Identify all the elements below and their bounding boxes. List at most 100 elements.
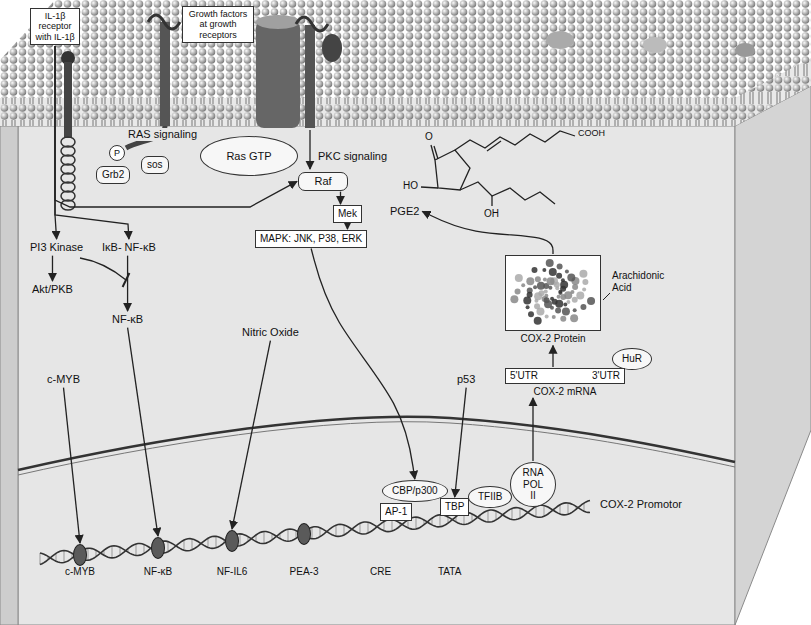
node-text: TBP xyxy=(445,501,464,513)
annotation-label: COX-2 Promotor xyxy=(600,498,682,511)
factor-oval xyxy=(225,530,239,552)
label-holder: PKC signaling xyxy=(318,150,387,163)
annotation-label: TATA xyxy=(438,566,461,578)
dna-rung xyxy=(64,551,65,563)
molecule-label: Akt/PKB xyxy=(30,282,75,297)
protein-panel: COX-2 Protein xyxy=(505,255,601,345)
label-holder: CRE xyxy=(370,566,391,578)
dna-rung xyxy=(168,542,169,552)
node-text: RNA POL II xyxy=(520,467,546,502)
protein-oval: CBP/p300 xyxy=(382,480,448,502)
node-text: IκB- NF-κB xyxy=(102,241,156,254)
dna-rung xyxy=(264,532,265,544)
signal-arrow xyxy=(232,341,270,529)
dna-rung xyxy=(360,523,361,533)
annotation-label: RAS signaling xyxy=(126,128,199,141)
dna-rung xyxy=(568,503,569,514)
signal-arrow xyxy=(311,249,415,480)
dna-rung xyxy=(240,534,241,546)
dna-rung xyxy=(192,539,193,550)
label-holder: COOH xyxy=(578,128,605,138)
phosphate-circle: P xyxy=(109,145,125,161)
label-holder: Arachidonic Acid xyxy=(612,270,672,293)
factor-oval xyxy=(297,523,311,545)
pge2-structure xyxy=(421,131,575,206)
transcription-factor-site: PEA-3 xyxy=(280,523,328,578)
signal-arrow xyxy=(309,130,310,169)
nuclear-envelope xyxy=(18,417,735,475)
lipid-bilayer xyxy=(735,58,811,126)
dna-rung xyxy=(336,525,337,536)
dna-rung xyxy=(560,505,561,514)
dna-rung xyxy=(40,553,41,565)
signal-arrow xyxy=(455,388,466,497)
signal-arrow xyxy=(55,46,297,207)
node-text: PI3 Kinase xyxy=(30,241,83,254)
dna-rung xyxy=(288,529,289,541)
node-text: Ras GTP xyxy=(226,150,271,163)
label-box: Growth factors at growth receptors xyxy=(182,6,254,43)
node-text: COX-2 Protein xyxy=(505,333,601,345)
signal-arrow xyxy=(55,46,129,239)
protein-structure xyxy=(505,255,601,331)
transcription-factor-site: NF-κB xyxy=(134,537,182,578)
factor-oval xyxy=(151,537,165,559)
node-text: sos xyxy=(147,159,163,171)
dna-rung xyxy=(496,511,497,520)
annotation-label: PKC signaling xyxy=(318,150,387,163)
membrane-surface xyxy=(0,0,811,100)
node-text: Nitric Oxide xyxy=(242,326,299,339)
node-text: 5'UTR xyxy=(510,370,538,382)
receptor-coil xyxy=(61,200,75,210)
protein-oval: RNA POL II xyxy=(510,462,556,507)
dna-rung xyxy=(344,525,345,535)
label-holder: HO xyxy=(403,180,418,192)
factor-oval xyxy=(73,544,87,566)
signal-arrow xyxy=(347,224,348,230)
dna-rung xyxy=(312,527,313,539)
signal-arrow xyxy=(128,328,158,536)
label-box: TBP xyxy=(440,498,469,516)
node-text: Growth factors at growth receptors xyxy=(187,9,249,40)
dna-rung xyxy=(416,517,417,529)
node-text: PEA-3 xyxy=(280,566,328,578)
label-box: IL-1β receptor with IL-1β xyxy=(30,8,80,45)
label-box: MAPK: JNK, P38, ERK xyxy=(255,230,367,248)
receptor-coil xyxy=(61,137,75,210)
label-holder: O xyxy=(425,131,433,143)
signal-arrow xyxy=(127,256,128,311)
protein-box: Grb2 xyxy=(96,166,130,184)
dna-rung xyxy=(488,510,489,522)
dna-rung xyxy=(184,540,185,550)
node-text: Mek xyxy=(338,208,357,220)
slab-side xyxy=(735,86,811,625)
molecule-label: c-MYB xyxy=(45,372,82,387)
node-text: IL-1β receptor with IL-1β xyxy=(35,11,75,42)
annotation-label: OH xyxy=(484,208,499,220)
dna-rung xyxy=(88,548,89,560)
label-box: Mek xyxy=(333,205,362,223)
signal-arrow xyxy=(340,192,341,204)
node-text: Akt/PKB xyxy=(32,283,73,296)
protein-box: Raf xyxy=(298,172,348,191)
molecule-label: IκB- NF-κB xyxy=(100,240,158,255)
protein-box: sos xyxy=(141,156,169,174)
leader-line xyxy=(603,293,610,300)
dna-strand xyxy=(40,503,590,565)
node-text: NF-κB xyxy=(134,566,182,578)
dna-helix xyxy=(40,501,590,565)
lipid-bilayer xyxy=(0,98,735,126)
node-text: PGE2 xyxy=(390,205,419,218)
node-text: TFIIB xyxy=(478,491,502,503)
dna-rung xyxy=(384,522,385,531)
dna-strand xyxy=(40,501,590,563)
dna-rung xyxy=(512,508,513,519)
molecule-label: Nitric Oxide xyxy=(240,325,301,340)
transcription-factor-site: c-MYB xyxy=(56,544,104,578)
node-text: P xyxy=(114,148,120,158)
dna-rung xyxy=(216,536,217,547)
dna-rung xyxy=(536,507,537,517)
